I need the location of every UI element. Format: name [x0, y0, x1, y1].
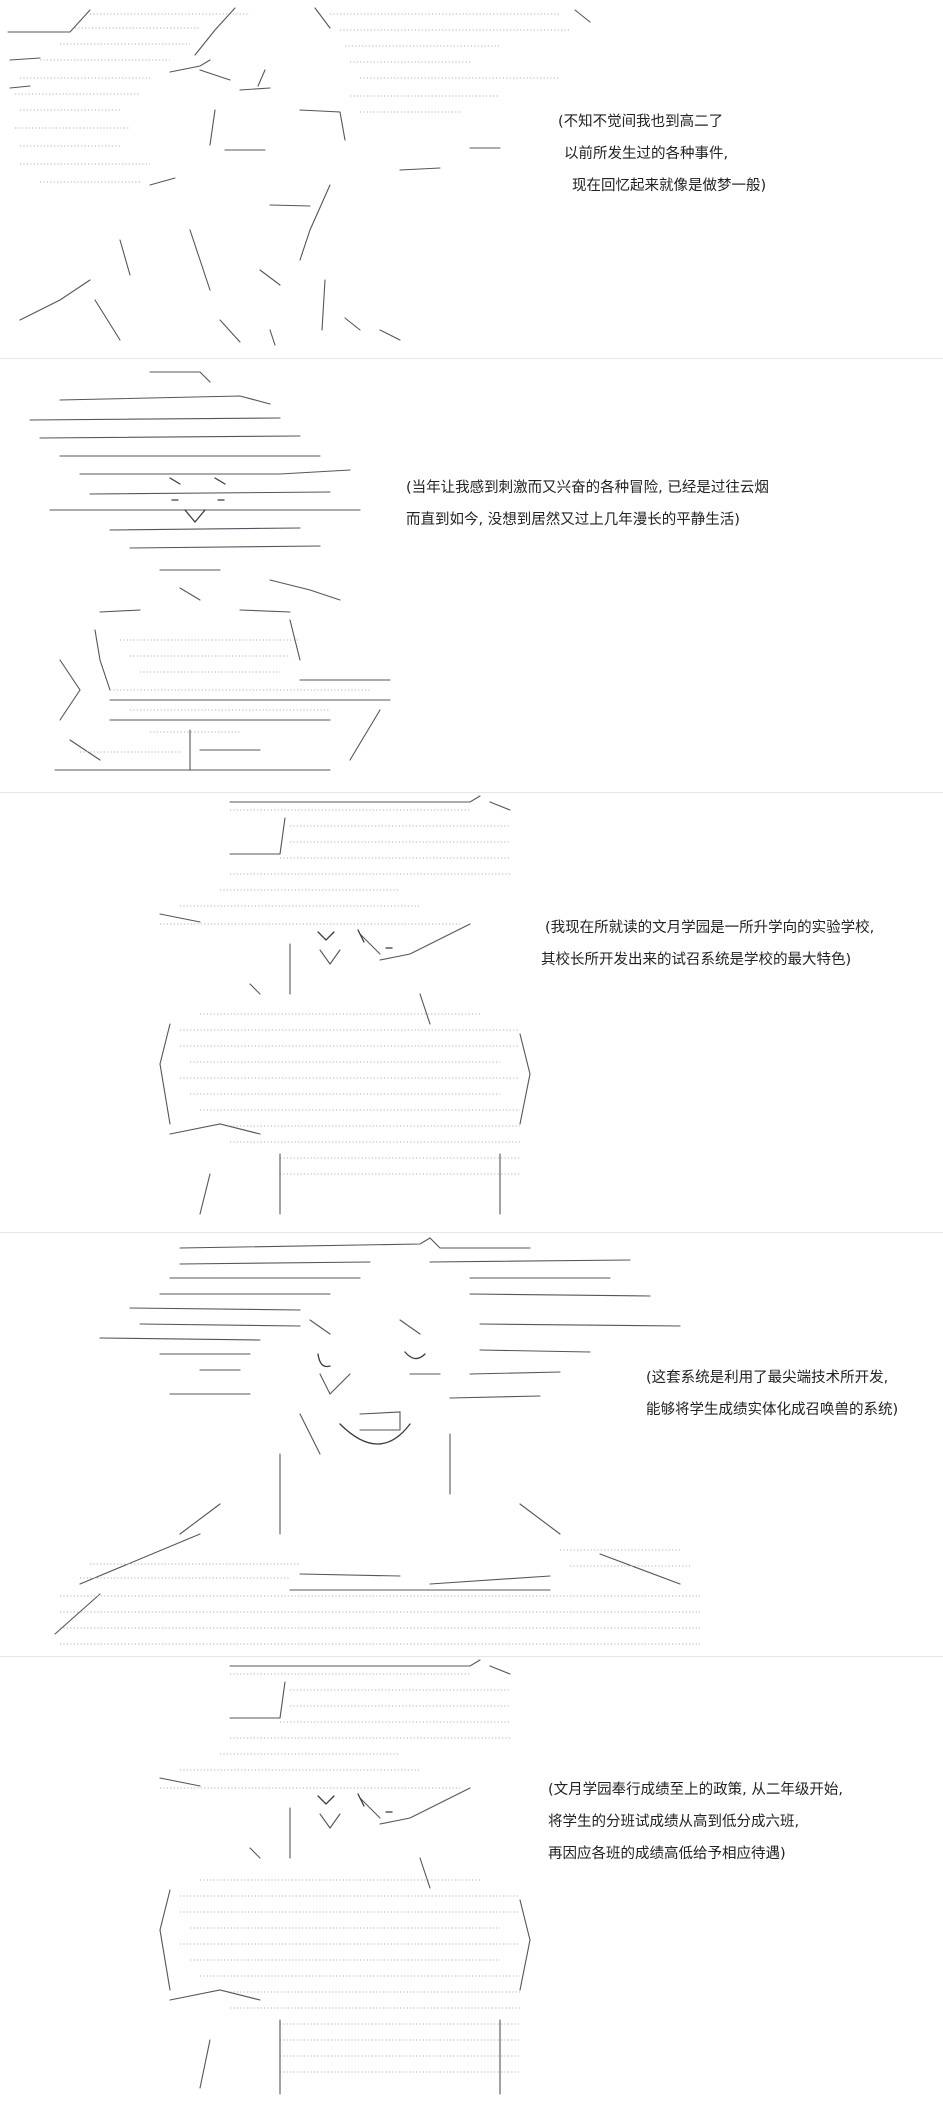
panel-4: (这套系统是利用了最尖端技术所开发, 能够将学生成绩实体化成召唤兽的系统): [0, 1234, 943, 1654]
panel-3-ascii-art: [0, 794, 560, 1230]
panel-5: (文月学园奉行成绩至上的政策, 从二年级开始, 将学生的分班试成绩从高到低分成六…: [0, 1658, 943, 2104]
caption-line: 其校长所开发出来的试召系统是学校的最大特色): [541, 952, 852, 968]
caption-line: 能够将学生成绩实体化成召唤兽的系统): [646, 1402, 899, 1418]
panel-divider: [0, 792, 943, 793]
caption-line: (我现在所就读的文月学园是一所升学向的实验学校,: [545, 920, 875, 936]
caption-line: (不知不觉间我也到高二了: [558, 114, 724, 130]
panel-5-caption: (文月学园奉行成绩至上的政策, 从二年级开始, 将学生的分班试成绩从高到低分成六…: [548, 1774, 843, 1870]
panel-2: (当年让我感到刺激而又兴奋的各种冒险, 已经是过往云烟 而直到如今, 没想到居然…: [0, 360, 943, 790]
panel-1-ascii-art: [0, 0, 600, 350]
panel-2-caption: (当年让我感到刺激而又兴奋的各种冒险, 已经是过往云烟 而直到如今, 没想到居然…: [406, 472, 769, 536]
panel-1-caption: (不知不觉间我也到高二了 以前所发生过的各种事件, 现在回忆起来就像是做梦一般): [558, 106, 766, 202]
caption-line: (文月学园奉行成绩至上的政策, 从二年级开始,: [548, 1782, 843, 1798]
panel-2-ascii-art: [0, 360, 420, 790]
caption-line: (这套系统是利用了最尖端技术所开发,: [646, 1370, 889, 1386]
panel-3-caption: (我现在所就读的文月学园是一所升学向的实验学校, 其校长所开发出来的试召系统是学…: [541, 912, 875, 976]
caption-line: (当年让我感到刺激而又兴奋的各种冒险, 已经是过往云烟: [406, 480, 769, 496]
panel-3: (我现在所就读的文月学园是一所升学向的实验学校, 其校长所开发出来的试召系统是学…: [0, 794, 943, 1230]
panel-5-ascii-art: [0, 1658, 560, 2104]
panel-divider: [0, 1656, 943, 1657]
panel-4-ascii-art: [0, 1234, 700, 1654]
panel-1: (不知不觉间我也到高二了 以前所发生过的各种事件, 现在回忆起来就像是做梦一般): [0, 0, 943, 355]
panel-4-caption: (这套系统是利用了最尖端技术所开发, 能够将学生成绩实体化成召唤兽的系统): [646, 1362, 898, 1426]
caption-line: 以前所发生过的各种事件,: [564, 146, 729, 162]
caption-line: 而直到如今, 没想到居然又过上几年漫长的平静生活): [406, 512, 740, 528]
caption-line: 再因应各班的成绩高低给予相应待遇): [548, 1846, 786, 1862]
panel-divider: [0, 1232, 943, 1233]
caption-line: 将学生的分班试成绩从高到低分成六班,: [548, 1814, 800, 1830]
caption-line: 现在回忆起来就像是做梦一般): [572, 178, 767, 194]
panel-divider: [0, 358, 943, 359]
